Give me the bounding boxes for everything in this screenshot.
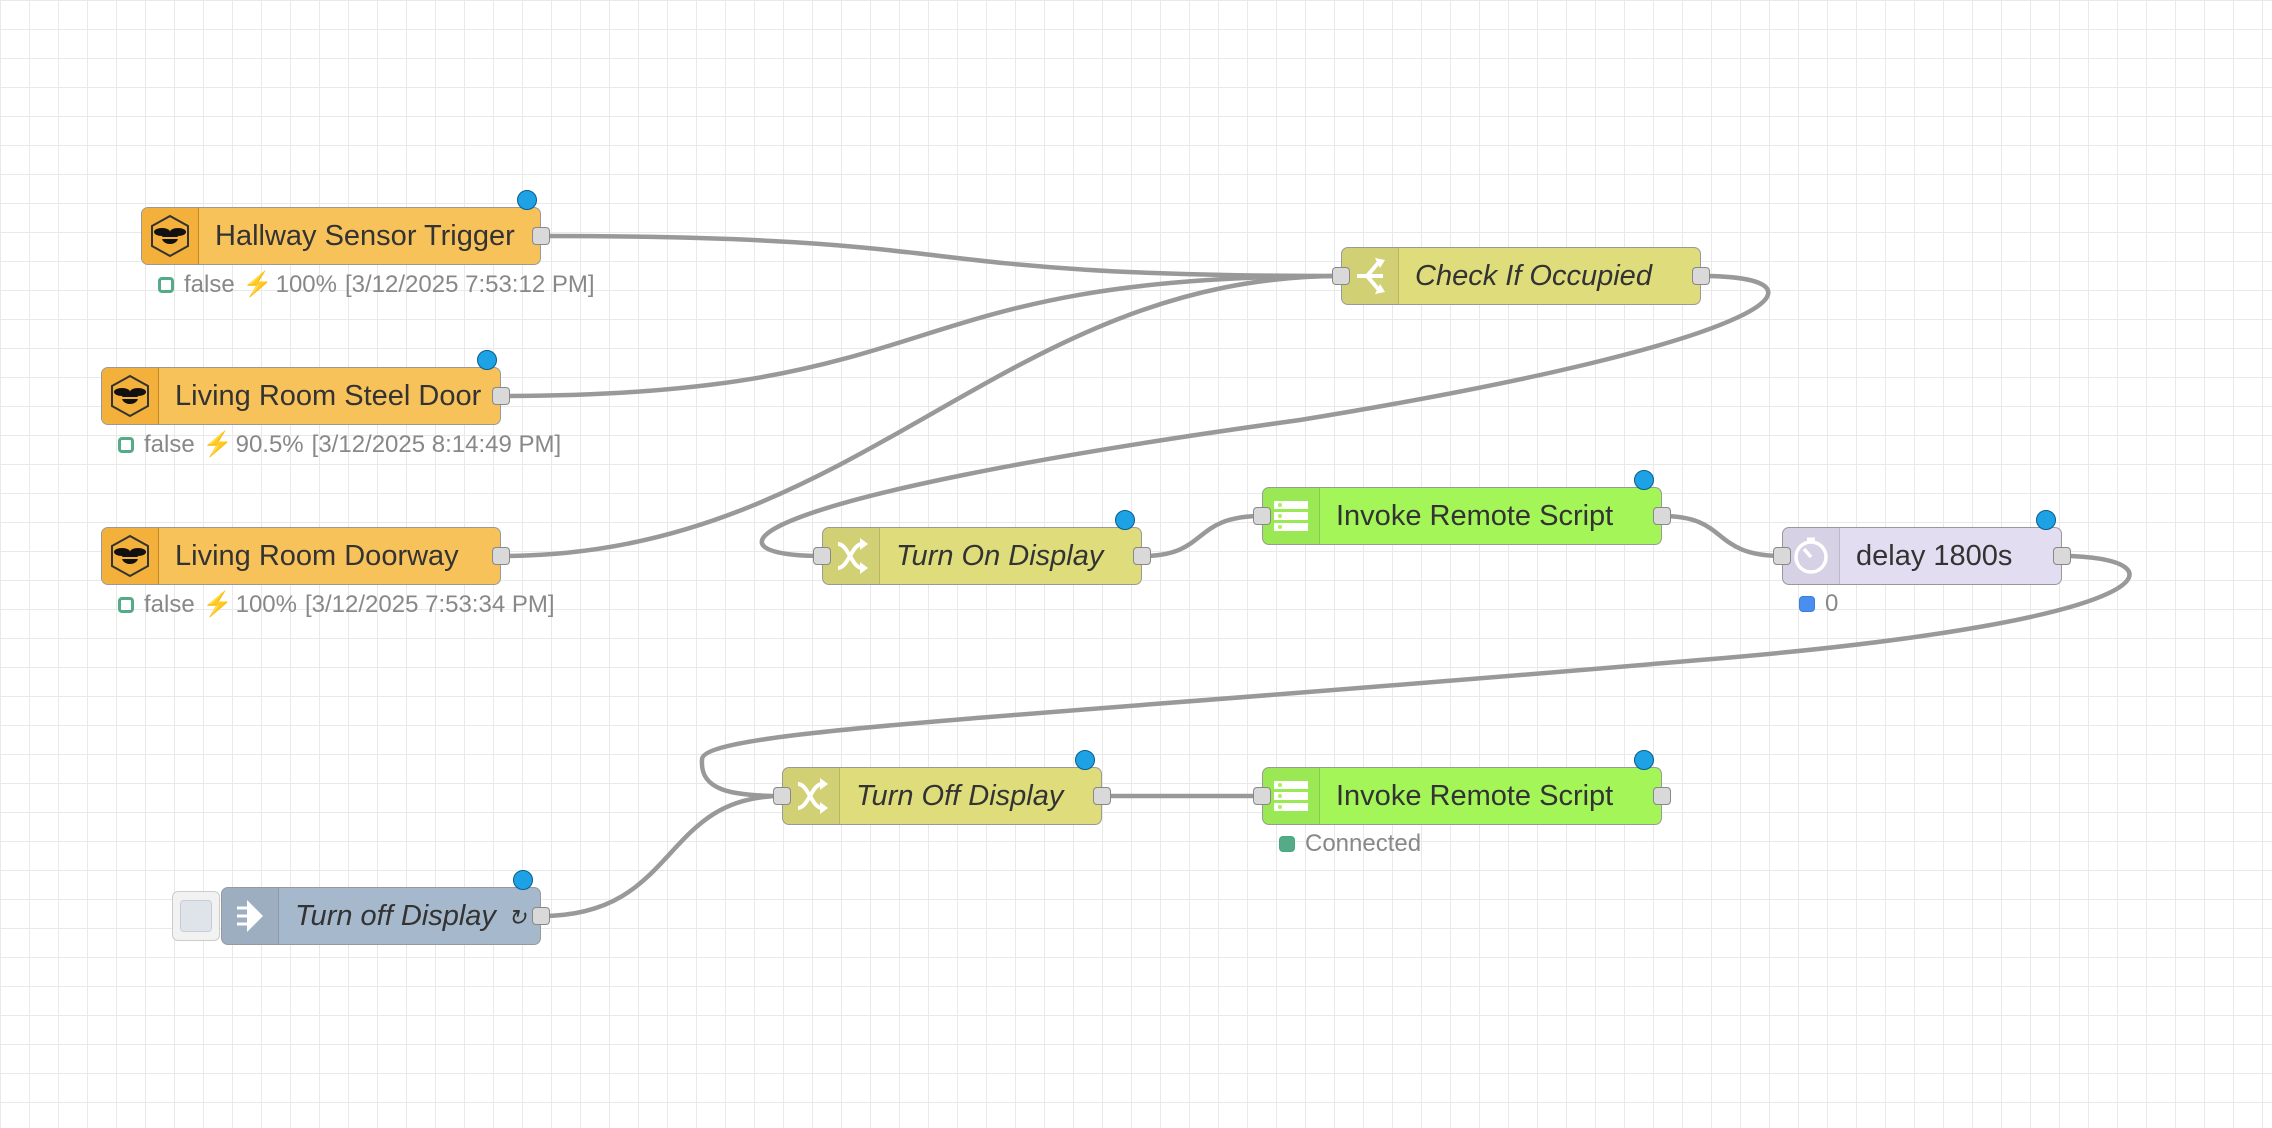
status-ring-icon bbox=[118, 596, 134, 613]
wire-hallway-to-check[interactable] bbox=[540, 233, 1342, 279]
output-port[interactable] bbox=[1093, 787, 1111, 805]
input-port[interactable] bbox=[1332, 267, 1350, 285]
node-turn-on-display[interactable]: Turn On Display bbox=[813, 510, 1151, 585]
battery-bolt-icon: ⚡ bbox=[202, 591, 233, 618]
status-ring-icon bbox=[158, 276, 174, 293]
input-port[interactable] bbox=[1253, 787, 1271, 805]
output-port[interactable] bbox=[492, 387, 510, 405]
node-status-doorway: false ⚡ 100% [3/12/2025 7:53:34 PM] bbox=[118, 590, 555, 619]
node-label: Turn Off Display bbox=[856, 779, 1064, 812]
changed-indicator-icon bbox=[1115, 510, 1135, 530]
changed-indicator-icon bbox=[2036, 510, 2056, 530]
node-invoke-remote-script-1[interactable]: Invoke Remote Script bbox=[1253, 470, 1671, 545]
node-label: Hallway Sensor Trigger bbox=[215, 219, 515, 252]
wire-check-to-turnon[interactable] bbox=[759, 273, 1771, 559]
node-label: Invoke Remote Script bbox=[1336, 779, 1614, 812]
node-inject-turn-off-display[interactable]: Turn off Display ↻ bbox=[221, 870, 550, 945]
node-turn-off-display[interactable]: Turn Off Display bbox=[773, 750, 1111, 825]
output-port[interactable] bbox=[532, 907, 550, 925]
wire-invoke1-to-delay[interactable] bbox=[1661, 513, 1783, 559]
node-hallway-sensor-trigger[interactable]: Hallway Sensor Trigger bbox=[141, 190, 550, 265]
bee-icon bbox=[102, 368, 159, 424]
node-status-hallway: false ⚡ 100% [3/12/2025 7:53:12 PM] bbox=[158, 270, 595, 299]
battery-bolt-icon: ⚡ bbox=[242, 271, 273, 298]
node-status-delay: 0 bbox=[1799, 590, 1838, 618]
battery-bolt-icon: ⚡ bbox=[202, 431, 233, 458]
status-dot-icon bbox=[1279, 836, 1295, 852]
wire-doorway-to-check[interactable] bbox=[500, 273, 1342, 559]
node-label: delay 1800s bbox=[1856, 539, 2013, 572]
node-status-invoke2: Connected bbox=[1279, 830, 1421, 858]
node-status-steel-door: false ⚡ 90.5% [3/12/2025 8:14:49 PM] bbox=[118, 430, 561, 459]
node-label: Turn off Display ↻ bbox=[295, 899, 527, 932]
server-icon bbox=[1263, 768, 1320, 824]
node-label: Turn On Display bbox=[896, 539, 1104, 572]
wire-steeldoor-to-check[interactable] bbox=[500, 273, 1342, 399]
input-port[interactable] bbox=[813, 547, 831, 565]
node-label: Invoke Remote Script bbox=[1336, 499, 1614, 532]
output-port[interactable] bbox=[1692, 267, 1710, 285]
node-living-room-doorway[interactable]: Living Room Doorway bbox=[101, 527, 510, 585]
server-icon bbox=[1263, 488, 1320, 544]
wire-inject-to-turnoff[interactable] bbox=[540, 793, 783, 919]
inject-trigger-button[interactable] bbox=[172, 891, 220, 941]
output-port[interactable] bbox=[1653, 787, 1671, 805]
output-port[interactable] bbox=[2053, 547, 2071, 565]
input-port[interactable] bbox=[1773, 547, 1791, 565]
node-label: Living Room Steel Door bbox=[175, 379, 482, 412]
switch-icon bbox=[1342, 248, 1399, 304]
shuffle-icon bbox=[783, 768, 840, 824]
node-label: Living Room Doorway bbox=[175, 539, 459, 572]
changed-indicator-icon bbox=[1075, 750, 1095, 770]
changed-indicator-icon bbox=[513, 870, 533, 890]
node-living-room-steel-door[interactable]: Living Room Steel Door bbox=[101, 350, 510, 425]
status-ring-icon bbox=[118, 436, 134, 453]
changed-indicator-icon bbox=[517, 190, 537, 210]
node-label: Check If Occupied bbox=[1415, 259, 1652, 292]
node-check-if-occupied[interactable]: Check If Occupied bbox=[1332, 247, 1710, 305]
node-delay-1800s[interactable]: delay 1800s bbox=[1773, 510, 2071, 585]
input-port[interactable] bbox=[1253, 507, 1271, 525]
output-port[interactable] bbox=[532, 227, 550, 245]
shuffle-icon bbox=[823, 528, 880, 584]
status-dot-icon bbox=[1799, 596, 1815, 612]
input-port[interactable] bbox=[773, 787, 791, 805]
bee-icon bbox=[102, 528, 159, 584]
arrow-right-icon bbox=[222, 888, 279, 944]
output-port[interactable] bbox=[1133, 547, 1151, 565]
timer-icon bbox=[1783, 528, 1840, 584]
wire-delay-to-turnoff[interactable] bbox=[699, 553, 2132, 799]
bee-icon bbox=[142, 208, 199, 264]
output-port[interactable] bbox=[1653, 507, 1671, 525]
wire-turnon-to-invoke1[interactable] bbox=[1141, 513, 1263, 559]
changed-indicator-icon bbox=[1634, 470, 1654, 490]
output-port[interactable] bbox=[492, 547, 510, 565]
changed-indicator-icon bbox=[1634, 750, 1654, 770]
node-invoke-remote-script-2[interactable]: Invoke Remote Script bbox=[1253, 750, 1671, 825]
changed-indicator-icon bbox=[477, 350, 497, 370]
repeat-icon: ↻ bbox=[507, 904, 527, 930]
